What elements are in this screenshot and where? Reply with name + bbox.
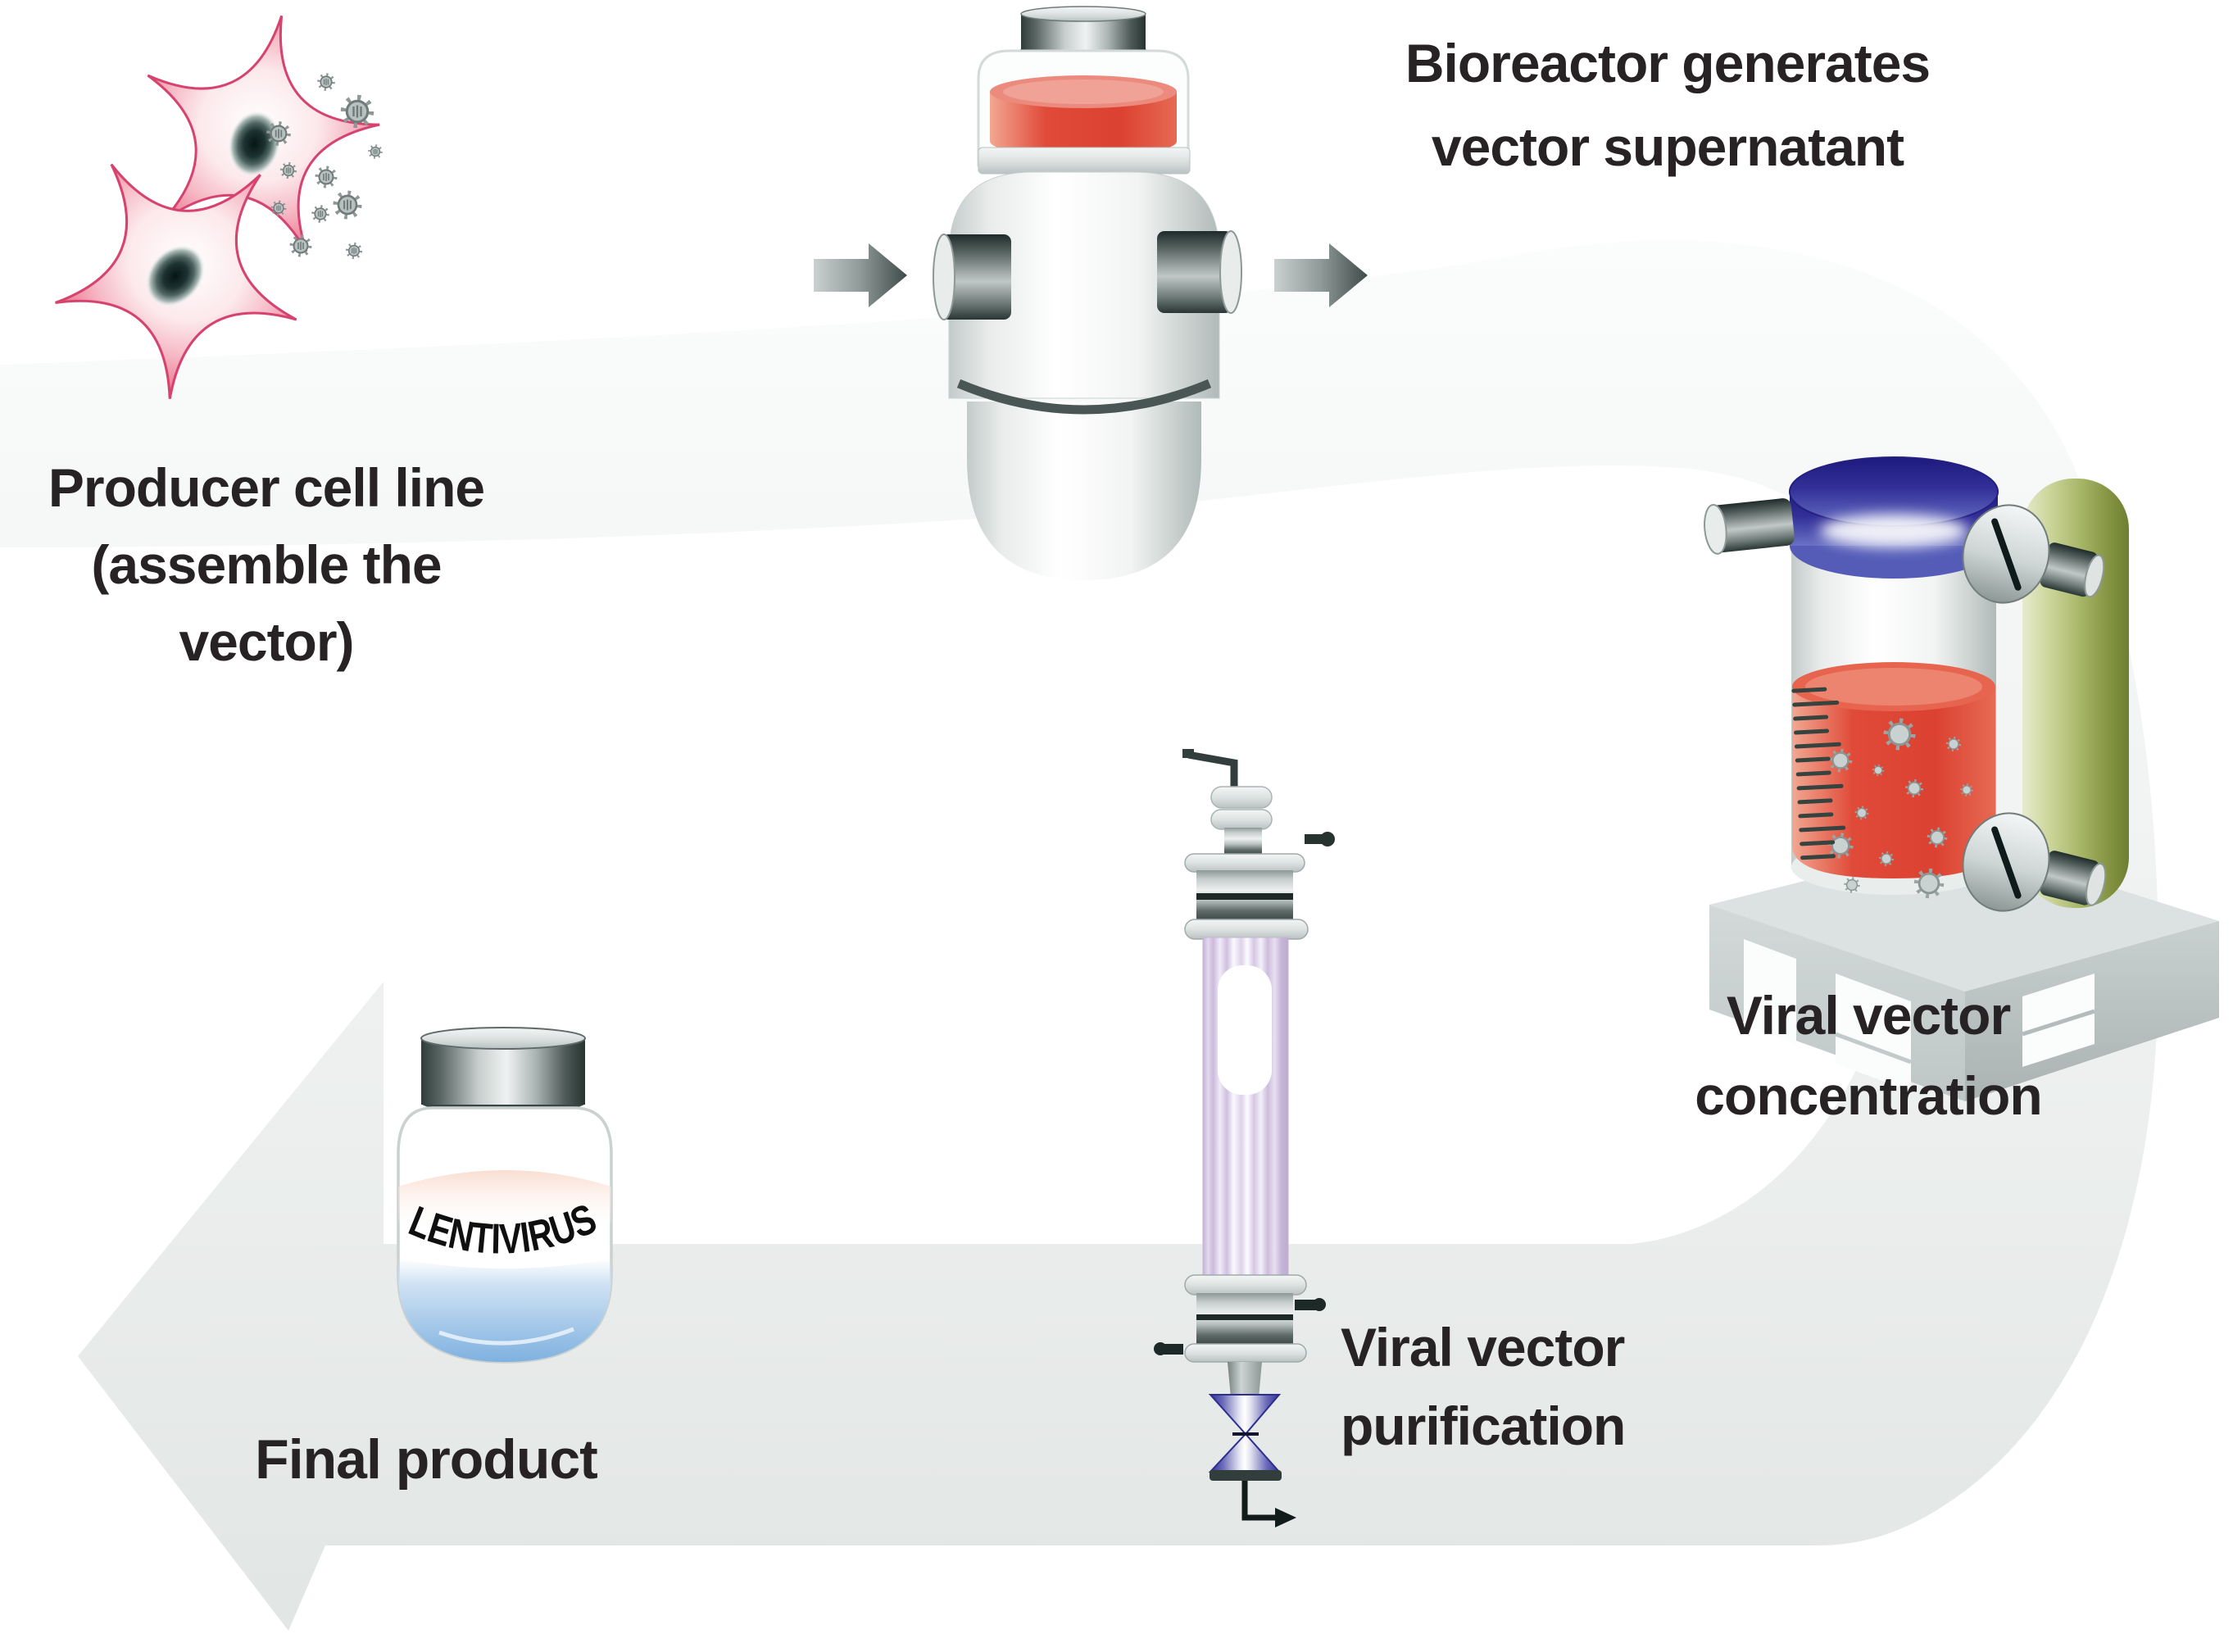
bioreactor-label-line2: vector supernatant <box>1431 116 1904 177</box>
outflow-arrow-icon <box>1274 243 1368 307</box>
purification-label: Viral vector purification <box>1341 1308 1849 1465</box>
concentration-red-liquid <box>1792 687 1995 878</box>
cell-nucleus <box>145 244 206 308</box>
base-box-door <box>1836 974 1911 1092</box>
column-window <box>1218 965 1272 1095</box>
concentration-label-line2: concentration <box>1695 1065 2042 1126</box>
purification-column-illustration <box>1154 749 1335 1527</box>
final-product-label-text: Final product <box>255 1428 598 1491</box>
inflow-arrow-icon <box>814 243 907 307</box>
producer-label-line2: (assemble the vector) <box>91 534 442 672</box>
bioreactor-illustration <box>814 6 1368 580</box>
concentration-label-line1: Viral vector <box>1726 985 2011 1046</box>
bioreactor-label-line1: Bioreactor generates <box>1405 33 1931 93</box>
left-clamp-fitting <box>1704 498 1795 555</box>
producer-cell-line-label: Producer cell line (assemble the vector) <box>12 449 520 680</box>
concentration-label: Viral vector concentration <box>1594 975 2143 1136</box>
producer-cell <box>119 0 397 261</box>
bioreactor-left-port <box>933 234 1011 320</box>
cell-nucleus <box>228 110 281 178</box>
right-bottom-fitting <box>1962 812 2107 912</box>
bioreactor-seam-ring <box>956 379 1212 415</box>
base-box-door <box>1744 939 1796 1044</box>
bioreactor-right-port <box>1157 230 1242 314</box>
valve-icon <box>1208 1394 1282 1473</box>
purification-label-line1: Viral vector <box>1341 1317 1625 1377</box>
bioreactor-bottom-dome <box>967 402 1201 580</box>
final-product-label: Final product <box>188 1427 664 1491</box>
vial-pink-layer <box>398 1170 611 1234</box>
outlet-elbow-arrow-icon <box>1241 1481 1275 1521</box>
producer-cell <box>20 98 352 429</box>
purification-label-line2: purification <box>1341 1396 1626 1456</box>
producer-label-line1: Producer cell line <box>48 457 485 518</box>
base-box-window <box>2022 974 2095 1067</box>
final-product-vial-illustration: LENTIVIRUS <box>397 1027 613 1364</box>
concentration-unit-illustration <box>1704 456 2219 1101</box>
right-top-fitting <box>1962 504 2105 604</box>
producer-cells-illustration <box>20 0 397 429</box>
bioreactor-vessel-body <box>948 171 1220 399</box>
bioreactor-red-medium <box>990 92 1177 154</box>
bioreactor-label: Bioreactor generates vector supernatant <box>1323 21 2012 188</box>
column-outlet-stem <box>1228 1362 1262 1398</box>
graduation-scale <box>1791 687 1846 860</box>
bioreactor-collar <box>978 147 1191 175</box>
